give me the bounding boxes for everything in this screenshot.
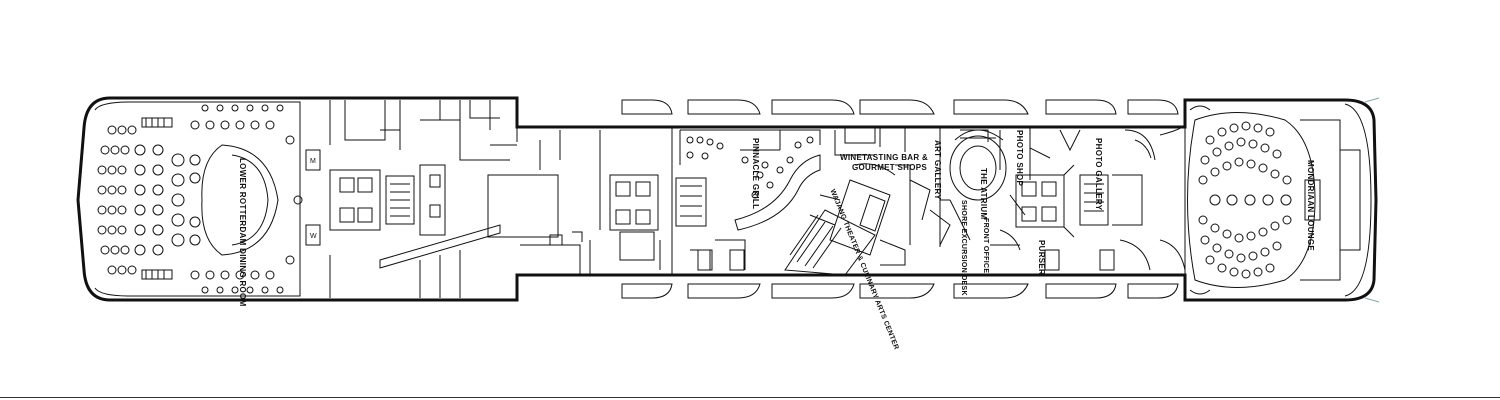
pinnacle-grill (679, 127, 906, 231)
label-mondriaan-lounge: MONDRIAAN LOUNGE (1306, 160, 1315, 252)
forward-elevators (1015, 124, 1186, 271)
mondriaan-lounge (1184, 100, 1361, 300)
label-photo-gallery: PHOTO GALLERY (1094, 138, 1103, 211)
lifeboats-bottom (621, 283, 1179, 299)
label-lower-rotterdam-dining-room: LOWER ROTTERDAM DINING ROOM (238, 158, 247, 307)
label-gourmet-shops: GOURMET SHOPS (852, 163, 928, 172)
galley-rooms (299, 100, 601, 298)
dining-room-area: M W (94, 101, 321, 297)
culinary-arts-center (784, 163, 931, 276)
label-purser: PURSER (1037, 240, 1046, 276)
svg-text:W: W (310, 233, 317, 240)
label-art-gallery: ART GALLERY (933, 140, 942, 200)
hull-outline (76, 96, 1378, 302)
label-photo-shop: PHOTO SHOP (1015, 130, 1024, 187)
label-front-office: FRONT OFFICE (982, 218, 989, 274)
label-winetasting-bar: WINETASTING BAR & (840, 153, 929, 162)
forward-aft-elevators (609, 127, 746, 275)
bottom-divider (0, 397, 1500, 398)
label-pinnacle-grill: PINNACLE GRILL (751, 138, 760, 210)
svg-text:M: M (310, 158, 316, 165)
lifeboats-top (621, 99, 1179, 115)
atrium (929, 127, 1031, 251)
label-shore-excursion-desk: SHORE EXCURSION DESK (960, 200, 967, 296)
label-the-atrium: THE ATRIUM (979, 168, 988, 220)
